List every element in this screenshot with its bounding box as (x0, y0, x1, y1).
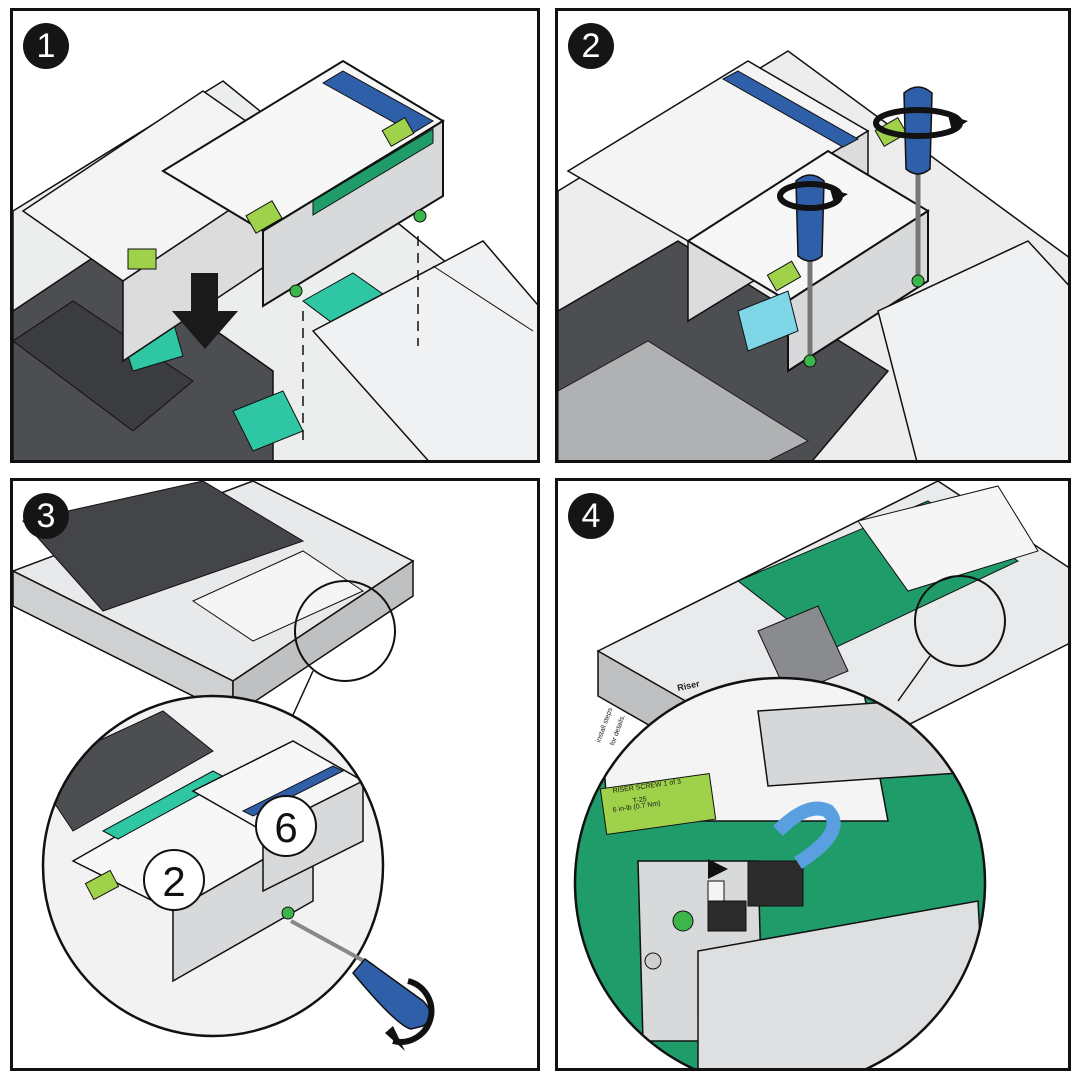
zoom-detail (575, 678, 985, 1068)
down-arrow-icon (172, 273, 238, 349)
riser-blue-strip (721, 70, 860, 148)
zoom-leader-line (897, 655, 931, 702)
cable-connector (737, 290, 799, 352)
rotate-arrowhead-icon (830, 189, 848, 203)
screwdriver-shaft (290, 919, 374, 968)
panel-step-3: 3 2 6 (10, 478, 540, 1071)
step-2-illustration (558, 50, 1068, 460)
cpu-heatsink (757, 605, 849, 697)
torque-label: T-25 (632, 796, 647, 805)
panel-step-1: 1 (10, 8, 540, 463)
chassis-rear (877, 240, 1068, 460)
zoom-circle (41, 694, 385, 1038)
rotate-arrow-icon (392, 978, 435, 1045)
riser-label (245, 200, 283, 234)
screwdriver-2-handle (903, 86, 933, 175)
zoom-detail (43, 696, 383, 1036)
air-duct (22, 481, 305, 612)
screwdriver-handle (352, 957, 432, 1030)
step-number-badge: 2 (568, 23, 614, 69)
riser-label-text: Riser (676, 678, 701, 693)
zoom-source-circle (294, 580, 396, 682)
captive-screw-1 (289, 284, 303, 298)
captive-screw-2 (911, 274, 925, 288)
chassis-rear (311, 240, 537, 460)
riser-pcb-edge (312, 128, 434, 216)
step-1-illustration (13, 59, 537, 460)
front-riser-side (787, 209, 929, 373)
installed-riser-label (127, 248, 157, 270)
slot-callout-2: 2 (143, 849, 205, 911)
fan-area (558, 340, 810, 460)
rotate-arrowhead-icon (385, 1026, 405, 1051)
zoom-source-circle (914, 575, 1006, 667)
rear-rail (432, 265, 534, 332)
captive-screw-1 (803, 354, 817, 368)
step-number-badge: 4 (568, 493, 614, 539)
step-4-illustration: Riser RISER SCREW 1 of 3 T-25 6 in-lb (0… (573, 481, 1068, 1068)
screwdriver-1-handle (795, 174, 825, 262)
riser-label-2 (381, 117, 415, 147)
air-duct-shadow (13, 300, 194, 432)
riser-cage (191, 550, 365, 642)
panel-step-2: 2 (555, 8, 1071, 463)
slot-callout-6: 6 (255, 795, 317, 857)
captive-screw-2 (413, 209, 427, 223)
panel-step-4: Riser RISER SCREW 1 of 3 T-25 6 in-lb (0… (555, 478, 1071, 1071)
rotate-arrowhead-icon (948, 115, 968, 131)
hint-label-2: for details. (609, 714, 627, 747)
step-number-badge: 1 (23, 23, 69, 69)
step-number-badge: 3 (23, 493, 69, 539)
riser-side (262, 119, 444, 308)
riser-cage (857, 485, 1039, 592)
riser-label (766, 260, 802, 292)
zoom-circle (573, 676, 987, 1068)
step-3-illustration (13, 481, 435, 1051)
